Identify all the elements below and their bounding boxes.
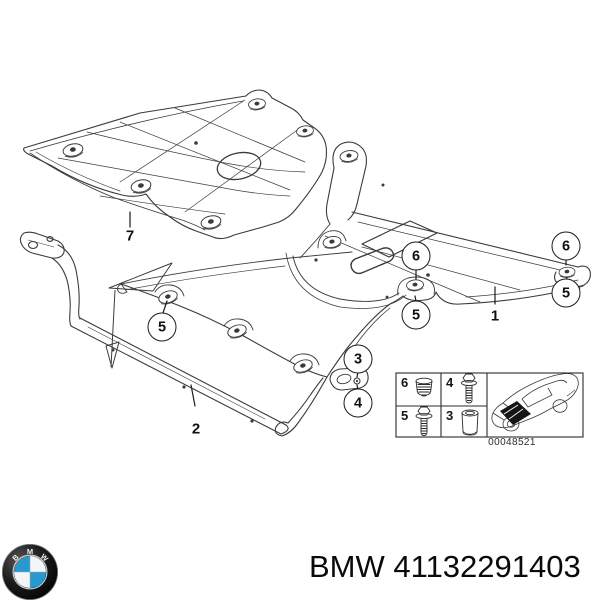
expansion-rivet-icon xyxy=(415,377,433,397)
legend-label-5: 5 xyxy=(401,408,409,423)
front-undertray-panel xyxy=(116,141,591,437)
fastener-legend xyxy=(395,372,584,438)
callout-5-center: 5 xyxy=(401,300,431,330)
callout-5-right: 5 xyxy=(551,278,581,308)
svg-text:M: M xyxy=(27,547,33,556)
rear-undertray-panel xyxy=(23,89,328,240)
callout-6-right: 6 xyxy=(551,231,581,261)
callout-5-front: 5 xyxy=(147,312,177,342)
callout-1: 1 xyxy=(490,307,500,325)
callout-7: 7 xyxy=(125,227,135,245)
brand-name: BMW xyxy=(309,549,385,584)
bmw-logo: B M W xyxy=(2,544,58,600)
part-title: BMW 41132291403 xyxy=(309,551,581,582)
callout-2: 2 xyxy=(191,420,201,438)
part-number: 41132291403 xyxy=(393,549,581,584)
callout-4: 4 xyxy=(343,388,373,418)
callout-3: 3 xyxy=(343,344,373,374)
position-flag xyxy=(105,262,173,369)
callout-6-center: 6 xyxy=(401,241,431,271)
spacer-sleeve-icon xyxy=(461,409,479,436)
flange-bolt-icon xyxy=(461,373,477,404)
legend-label-3: 3 xyxy=(446,408,454,423)
svg-text:B: B xyxy=(10,552,21,563)
diagram-id-code: 00048521 xyxy=(488,437,536,448)
callout-leader-lines xyxy=(129,211,568,407)
legend-label-4: 4 xyxy=(446,375,454,390)
front-brace-bar xyxy=(19,231,289,435)
car-location-thumbnail xyxy=(491,373,579,432)
flange-screw-icon xyxy=(415,406,433,436)
legend-label-6: 6 xyxy=(401,375,409,390)
